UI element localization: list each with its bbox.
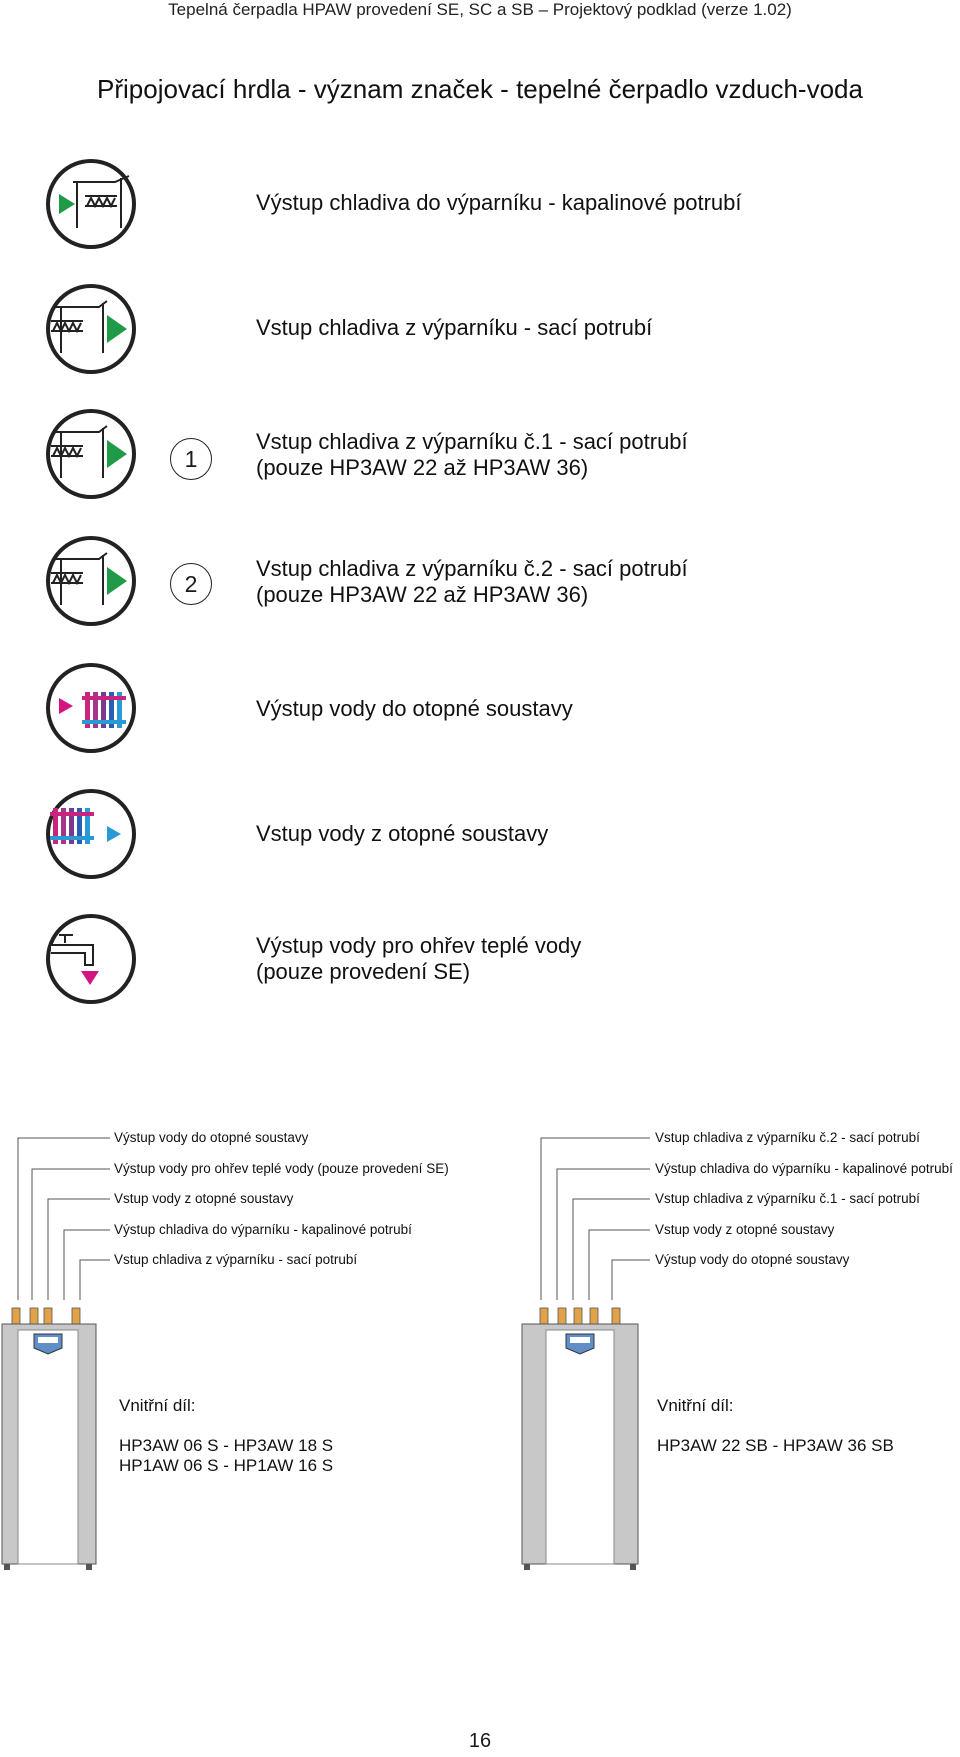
left-conn-label-3: Vstup vody z otopné soustavy (114, 1191, 294, 1206)
left-unit-leader-lines (17, 1137, 650, 1300)
legend-text-4: Vstup chladiva z výparníku č.2 - sací po… (256, 556, 688, 608)
running-header: Tepelná čerpadla HPAW provedení SE, SC a… (168, 0, 792, 19)
circuit-2-badge: 2 (170, 563, 212, 605)
left-conn-label-4: Výstup chladiva do výparníku - kapalinov… (114, 1222, 412, 1237)
refrigerant-in-suction-icon (46, 284, 136, 374)
heating-water-out-icon (46, 663, 136, 753)
page-title: Připojovací hrdla - význam značek - tepe… (97, 74, 863, 104)
legend-text-3: Vstup chladiva z výparníku č.1 - sací po… (256, 429, 688, 481)
legend-text-2: Vstup chladiva z výparníku - sací potrub… (256, 315, 652, 341)
caption-label: Vnitřní díl: (657, 1396, 734, 1415)
model-range: HP3AW 22 SB - HP3AW 36 SB (657, 1436, 894, 1455)
refrigerant-in-suction-2-icon (46, 536, 136, 626)
page-number: 16 (468, 1730, 492, 1752)
legend-line: (pouze provedení SE) (256, 959, 471, 984)
left-unit-caption: Vnitřní díl: HP3AW 06 S - HP3AW 18 S HP1… (119, 1396, 333, 1476)
legend-line: Vstup chladiva z výparníku č.2 - sací po… (256, 556, 688, 581)
legend-line: Výstup chladiva do výparníku - kapalinov… (256, 190, 742, 215)
right-indoor-unit-illustration (521, 1307, 639, 1570)
hot-water-out-icon (46, 914, 136, 1004)
legend-line: (pouze HP3AW 22 až HP3AW 36) (256, 455, 589, 480)
heating-water-in-icon (46, 789, 136, 879)
legend-line: Vstup chladiva z výparníku - sací potrub… (256, 315, 653, 340)
legend-text-5: Výstup vody do otopné soustavy (256, 696, 573, 722)
legend-text-6: Vstup vody z otopné soustavy (256, 821, 548, 847)
left-conn-label-5: Vstup chladiva z výparníku - sací potrub… (114, 1252, 358, 1267)
legend-line: (pouze HP3AW 22 až HP3AW 36) (256, 582, 589, 607)
legend-line: Výstup vody do otopné soustavy (256, 696, 573, 721)
legend-line: Výstup vody pro ohřev teplé vody (256, 933, 582, 958)
right-conn-label-2: Výstup chladiva do výparníku - kapalinov… (655, 1161, 953, 1176)
right-unit-caption: Vnitřní díl: HP3AW 22 SB - HP3AW 36 SB (657, 1396, 894, 1456)
right-conn-label-4: Vstup vody z otopné soustavy (655, 1222, 835, 1237)
left-conn-label-2: Výstup vody pro ohřev teplé vody (pouze … (114, 1161, 449, 1176)
circuit-1-badge: 1 (170, 438, 212, 480)
model-range: HP3AW 06 S - HP3AW 18 S (119, 1436, 334, 1455)
right-conn-label-5: Výstup vody do otopné soustavy (655, 1252, 850, 1267)
model-range: HP1AW 06 S - HP1AW 16 S (119, 1456, 334, 1475)
legend-line: Vstup chladiva z výparníku č.1 - sací po… (256, 429, 688, 454)
legend-line: Vstup vody z otopné soustavy (256, 821, 549, 846)
legend-text-7: Výstup vody pro ohřev teplé vody (pouze … (256, 933, 581, 985)
right-conn-label-3: Vstup chladiva z výparníku č.1 - sací po… (655, 1191, 920, 1206)
refrigerant-out-liquid-icon (46, 159, 136, 249)
left-indoor-unit-illustration (1, 1307, 97, 1570)
legend-text-1: Výstup chladiva do výparníku - kapalinov… (256, 190, 742, 216)
caption-label: Vnitřní díl: (119, 1396, 196, 1415)
left-conn-label-1: Výstup vody do otopné soustavy (114, 1130, 309, 1145)
refrigerant-in-suction-1-icon (46, 409, 136, 499)
right-conn-label-1: Vstup chladiva z výparníku č.2 - sací po… (655, 1130, 920, 1145)
